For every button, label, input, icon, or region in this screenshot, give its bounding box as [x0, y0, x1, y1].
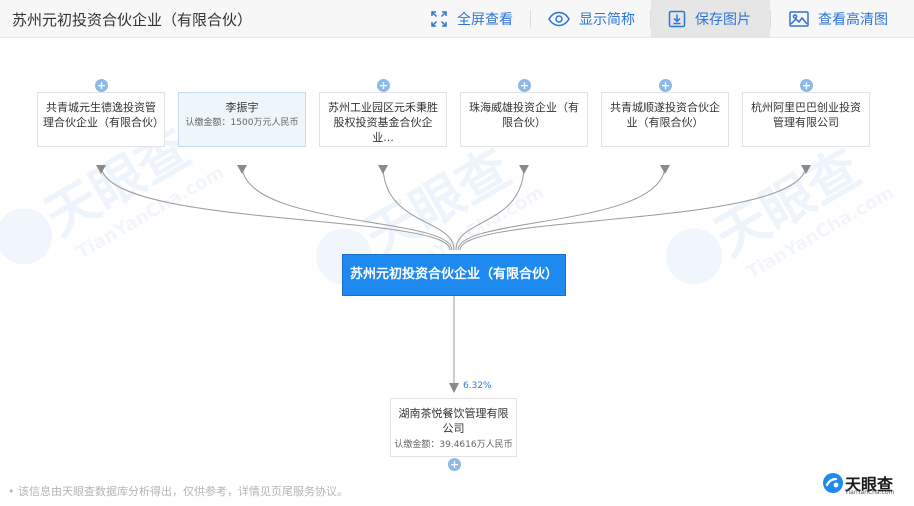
download-icon [668, 10, 686, 28]
shareholder-node[interactable]: 共青城元生德逸投资管理合伙企业（有限合伙） [37, 92, 165, 147]
shareholder-node[interactable]: 杭州阿里巴巴创业投资管理有限公司 [742, 92, 870, 147]
logo-mark-icon [823, 473, 843, 493]
eye-icon [548, 10, 570, 28]
logo-url: TianYanCha.com [845, 489, 895, 496]
edge-shareholder-1 [100, 164, 451, 251]
plus-circle-icon[interactable]: + [95, 79, 108, 92]
hd-view-label: 查看高清图 [818, 11, 888, 28]
shareholder-node[interactable]: 苏州工业园区元禾秉胜股权投资基金合伙企业... [319, 92, 447, 147]
edge-shareholder-4 [455, 164, 525, 251]
expand-arrows-icon [430, 10, 448, 28]
plus-circle-icon[interactable]: + [518, 79, 531, 92]
plus-circle-icon[interactable]: + [377, 79, 390, 92]
edge-shareholder-5 [457, 164, 666, 251]
image-icon [789, 10, 809, 28]
tianyancha-logo: 天眼查 TianYanCha.com [822, 471, 906, 497]
investment-name: 湖南茶悦餐饮管理有限公司 [398, 407, 509, 435]
short-name-toggle[interactable]: 显示简称 [548, 0, 635, 37]
edge-shareholder-6 [459, 164, 807, 251]
shareholder-name: 杭州阿里巴巴创业投资管理有限公司 [751, 101, 861, 129]
hd-view-button[interactable]: 查看高清图 [789, 0, 888, 37]
disclaimer-note: • 该信息由天眼查数据库分析得出，仅供参考，详情见页尾服务协议。 [8, 485, 348, 498]
graph-edges [96, 164, 811, 393]
save-image-button[interactable]: 保存图片 [651, 0, 770, 37]
investment-subscribed: 认缴金额：39.4616万人民币 [394, 440, 513, 450]
fullscreen-label: 全屏查看 [457, 11, 513, 28]
header-divider [650, 10, 651, 28]
plus-circle-icon[interactable]: + [800, 79, 813, 92]
header-divider [770, 10, 771, 28]
center-company-node[interactable]: 苏州元初投资合伙企业（有限合伙） [342, 254, 566, 296]
shareholder-node[interactable]: 珠海威雄投资企业（有限合伙） [460, 92, 588, 147]
fullscreen-button[interactable]: 全屏查看 [430, 0, 513, 37]
subscribed-amount: 认缴金额：1500万元人民币 [185, 118, 299, 128]
equity-graph-canvas[interactable]: 天眼查 TianYanCha.com 天眼查 TianYanCha.com 天眼… [0, 38, 914, 506]
shareholder-name: 李振宇 [225, 101, 259, 114]
save-image-label: 保存图片 [695, 11, 751, 28]
shareholder-name: 共青城元生德逸投资管理合伙企业（有限合伙） [43, 101, 164, 129]
page-title: 苏州元初投资合伙企业（有限合伙） [12, 11, 253, 29]
shareholder-name: 苏州工业园区元禾秉胜股权投资基金合伙企业... [328, 101, 438, 144]
investment-node[interactable]: 湖南茶悦餐饮管理有限公司 认缴金额：39.4616万人民币 [390, 398, 517, 457]
shareholder-name: 珠海威雄投资企业（有限合伙） [469, 101, 579, 129]
plus-circle-icon[interactable]: + [448, 458, 461, 471]
header-divider [530, 10, 531, 28]
plus-circle-icon[interactable]: + [659, 79, 672, 92]
shareholder-person-node[interactable]: 李振宇 认缴金额：1500万元人民币 [178, 92, 306, 147]
header-bar: 苏州元初投资合伙企业（有限合伙） 全屏查看 显示简称 保存图片 [0, 0, 914, 38]
shareholder-name: 共青城顺遂投资合伙企业（有限合伙） [610, 101, 720, 129]
short-name-label: 显示简称 [579, 11, 635, 28]
investment-percent: 6.32% [463, 381, 492, 391]
logo-text: 天眼查 [845, 475, 894, 494]
edge-shareholder-3 [382, 164, 455, 251]
shareholder-node[interactable]: 共青城顺遂投资合伙企业（有限合伙） [601, 92, 729, 147]
edge-shareholder-2 [241, 164, 453, 251]
